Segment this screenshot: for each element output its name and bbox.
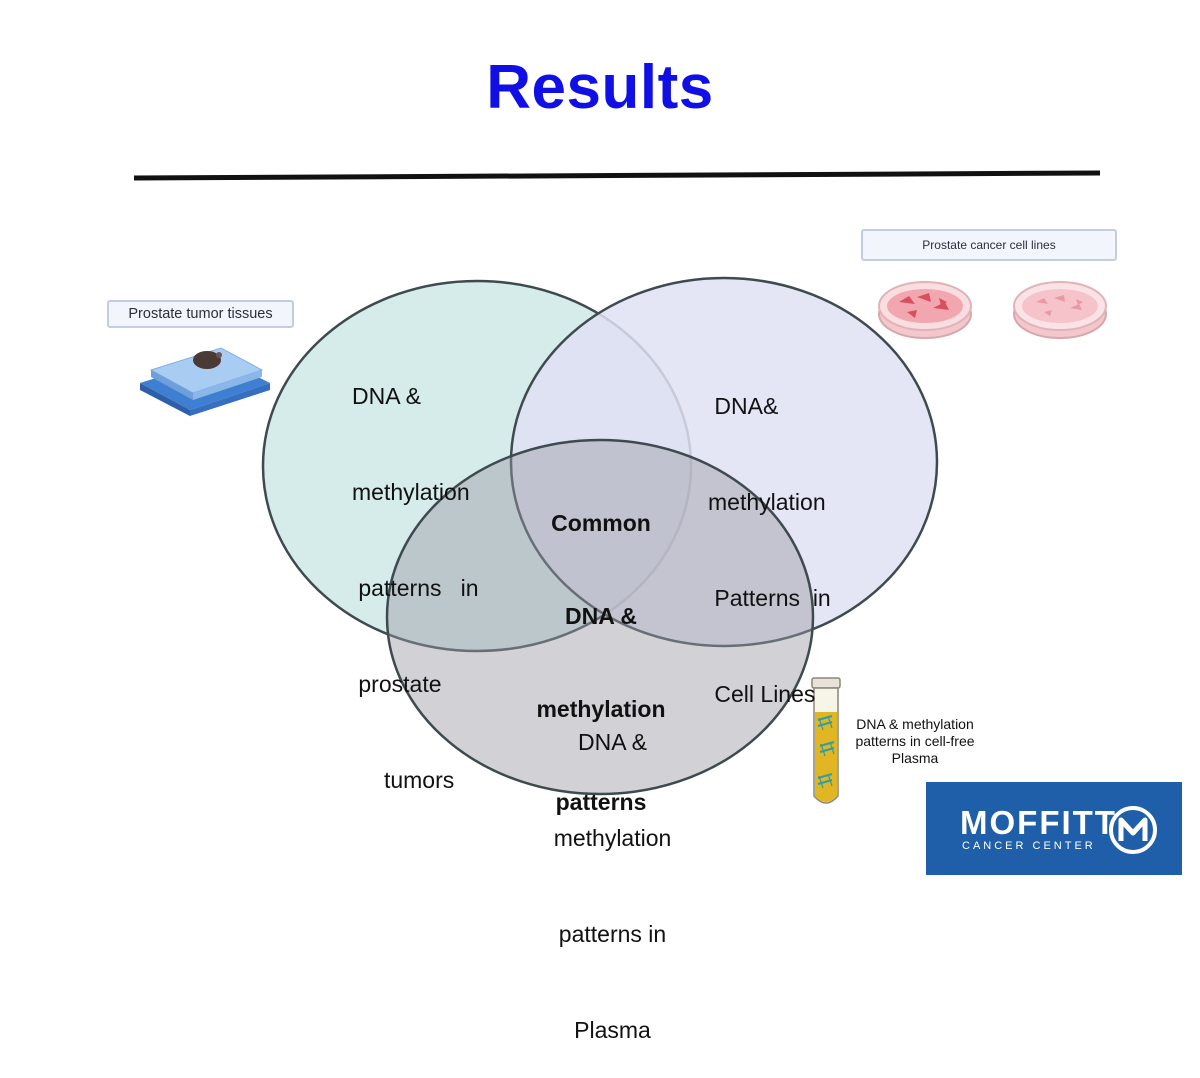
- prostate-tumor-tissues-label: Prostate tumor tissues: [107, 300, 294, 328]
- venn-label-line: Cell Lines: [708, 681, 816, 707]
- venn-diagram: [261, 276, 939, 796]
- venn-label-line: methylation: [553, 825, 672, 851]
- venn-circle-plasma: [385, 438, 815, 796]
- plasma-tube-icon: [811, 677, 841, 804]
- venn-label-line: methylation: [708, 489, 826, 515]
- venn-label-line: DNA &: [577, 729, 648, 755]
- prostate-cancer-cell-lines-label: Prostate cancer cell lines: [861, 229, 1117, 261]
- logo-subtitle: CANCER CENTER: [962, 840, 1096, 852]
- venn-label-tumors: DNA & methylation patterns in prostate t…: [352, 316, 512, 828]
- title-divider: [133, 170, 1101, 181]
- tube-label-line: Plasma: [891, 750, 939, 766]
- venn-label-line: DNA &: [352, 383, 422, 409]
- slide-title: Results: [486, 53, 714, 122]
- venn-circle-cell-lines: [509, 276, 939, 648]
- tissue-slide-icon: [140, 347, 270, 416]
- venn-label-line: methylation: [536, 696, 666, 722]
- venn-label-common: Common DNA & methylation patterns: [520, 446, 682, 849]
- petri-dish-icon: [1013, 281, 1107, 339]
- venn-label-line: Plasma: [574, 1017, 651, 1043]
- venn-label-line: prostate: [352, 671, 442, 697]
- venn-label-line: Patterns in: [708, 585, 831, 611]
- logo-wordmark: MOFFITT: [960, 804, 1117, 841]
- moffitt-m-icon: [1109, 806, 1157, 854]
- venn-label-line: DNA &: [565, 603, 637, 629]
- venn-label-line: methylation: [352, 479, 470, 505]
- plasma-tube-label: DNA & methylation patterns in cell-free …: [842, 716, 988, 767]
- venn-label-cell-lines: DNA& methylation Patterns in Cell Lines: [708, 326, 878, 742]
- venn-label-line: DNA&: [708, 393, 779, 419]
- venn-label-line: patterns: [555, 789, 647, 815]
- venn-label-line: patterns in: [558, 921, 667, 947]
- tube-label-line: DNA & methylation: [856, 716, 974, 732]
- venn-label-line: Common: [551, 510, 651, 536]
- moffitt-logo: MOFFITT CANCER CENTER: [926, 782, 1182, 875]
- tube-label-line: patterns in cell-free: [855, 733, 975, 749]
- venn-label-line: patterns in: [352, 575, 479, 601]
- petri-dish-icon: [878, 281, 972, 339]
- venn-label-line: tumors: [352, 767, 455, 793]
